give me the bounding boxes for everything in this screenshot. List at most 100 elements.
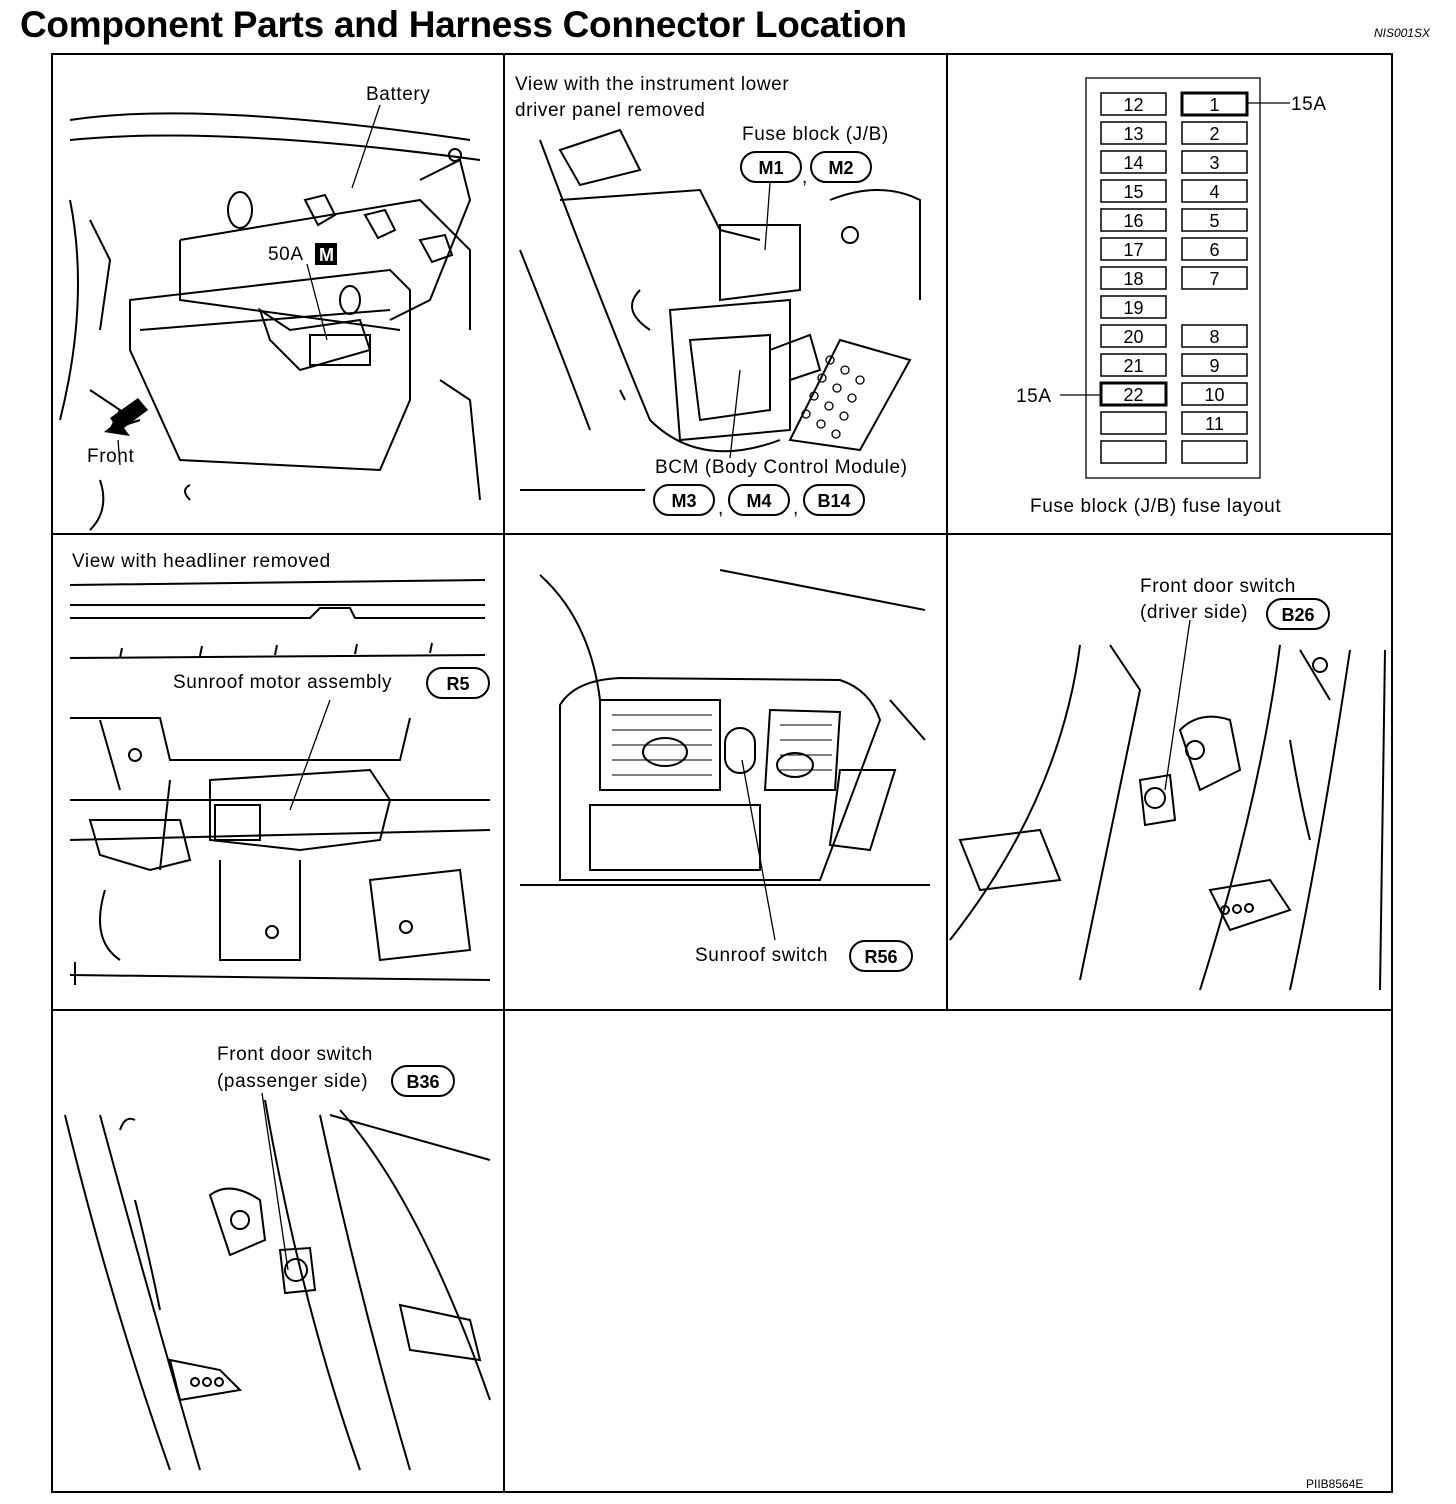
fuse-number: 1 (1209, 95, 1219, 115)
fuse-number: 13 (1123, 124, 1143, 144)
front-arrow-icon (104, 398, 148, 436)
connector-m4-badge (728, 484, 790, 516)
bcm-vent-dots (801, 355, 865, 439)
fuse-number: 12 (1123, 95, 1143, 115)
page-title: Component Parts and Harness Connector Lo… (20, 4, 907, 45)
fuse-number: 11 (1205, 414, 1224, 434)
connector-r56-badge (849, 940, 913, 972)
driver-door-illustration (949, 644, 1386, 991)
battery-illustration (59, 112, 481, 531)
panel-grid (51, 53, 1393, 1493)
instrument-view-line2: driver panel removed (515, 100, 705, 121)
separator-comma: , (802, 167, 808, 188)
panel-battery: Battery 50A M Front (59, 84, 481, 531)
fuse-slot (1100, 266, 1167, 290)
connector-m2: M2 (828, 158, 853, 178)
fuse-slot (1100, 440, 1167, 464)
fuse-number: 14 (1123, 153, 1143, 173)
connector-m1-badge (740, 151, 802, 183)
fuse-block-label: Fuse block (J/B) (742, 124, 889, 145)
connector-b14: B14 (817, 491, 850, 511)
fuse-slot (1100, 411, 1167, 435)
connector-m4: M4 (746, 491, 771, 511)
fuse-number: 17 (1123, 240, 1143, 260)
connector-b36-badge (391, 1065, 455, 1097)
fuse-slot (1181, 266, 1248, 290)
panel-passenger-door: Front door switch (passenger side) B36 (64, 1044, 491, 1471)
connector-b26-badge (1266, 598, 1330, 630)
fuse-callout-top: 15A (1291, 94, 1327, 115)
fuse-slot (1181, 121, 1248, 145)
fuse-slot (1100, 353, 1167, 377)
fuse-slot (1100, 179, 1167, 203)
fuse-slot (1181, 411, 1248, 435)
bcm-label: BCM (Body Control Module) (655, 457, 908, 478)
separator-comma: , (793, 498, 799, 519)
fuse-slot (1099, 381, 1168, 407)
fuse-box-badge (315, 243, 337, 265)
fuse-slot (1100, 121, 1167, 145)
fuse-slot (1180, 91, 1249, 117)
fuse-number: 4 (1209, 182, 1219, 202)
battery-label: Battery (366, 84, 430, 105)
connector-r56: R56 (864, 947, 897, 967)
sunroof-switch-label: Sunroof switch (695, 945, 828, 966)
panel-headliner: View with headliner removed Sunroof moto… (69, 551, 491, 985)
fuse-box-letter: M (319, 245, 334, 265)
fuse-slot (1100, 324, 1167, 348)
fuse-slot (1181, 179, 1248, 203)
fuse-number: 22 (1123, 385, 1143, 405)
connector-m3: M3 (671, 491, 696, 511)
connector-b36: B36 (406, 1072, 439, 1092)
connector-b14-badge (803, 484, 865, 516)
fuse-number: 21 (1123, 356, 1143, 376)
fuse-number: 6 (1209, 240, 1219, 260)
document-code: PIIB8564E (1306, 1477, 1364, 1491)
driver-door-label-line2: (driver side) (1140, 602, 1248, 623)
fuse-number: 8 (1209, 327, 1219, 347)
fuse-number: 10 (1204, 385, 1224, 405)
fuse-slot (1100, 208, 1167, 232)
fuse-slot (1181, 382, 1248, 406)
driver-door-label-line1: Front door switch (1140, 576, 1296, 597)
connector-r5-badge (426, 667, 490, 699)
fuse-number: 15 (1123, 182, 1143, 202)
fuse-number: 9 (1209, 356, 1219, 376)
fuse-number: 18 (1123, 269, 1143, 289)
fuse-slot (1181, 353, 1248, 377)
fuse-slot (1181, 440, 1248, 464)
fuse-slot (1181, 237, 1248, 261)
sunroof-console-illustration (520, 569, 930, 886)
headliner-view-label: View with headliner removed (72, 551, 331, 572)
fuse-slot (1181, 208, 1248, 232)
sunroof-motor-label: Sunroof motor assembly (173, 672, 392, 693)
fuse-slot (1100, 150, 1167, 174)
fuse-number: 2 (1209, 124, 1219, 144)
fuse-slot (1100, 295, 1167, 319)
fuse-slot (1181, 324, 1248, 348)
reference-code: NIS001SX (1373, 26, 1430, 40)
panel-sunroof-switch: Sunroof switch R56 (520, 569, 930, 972)
fuse-50a-label: 50A (268, 244, 304, 265)
fuse-number: 20 (1123, 327, 1143, 347)
fuse-number: 5 (1209, 211, 1219, 231)
fuse-slot (1100, 92, 1167, 116)
front-label: Front (87, 446, 134, 467)
fuse-slot (1100, 237, 1167, 261)
fuse-block-outline (1085, 77, 1261, 479)
separator-comma: , (718, 498, 724, 519)
panel-instrument: View with the instrument lower driver pa… (515, 74, 921, 519)
fuse-number: 16 (1123, 211, 1143, 231)
connector-m3-badge (653, 484, 715, 516)
passenger-door-label-line1: Front door switch (217, 1044, 373, 1065)
fuse-number: 3 (1209, 153, 1219, 173)
instrument-illustration (519, 128, 921, 491)
headliner-illustration (69, 579, 491, 985)
connector-m1: M1 (758, 158, 783, 178)
fuse-number: 7 (1209, 269, 1219, 289)
connector-m2-badge (810, 151, 872, 183)
fuse-callout-bottom: 15A (1016, 386, 1052, 407)
